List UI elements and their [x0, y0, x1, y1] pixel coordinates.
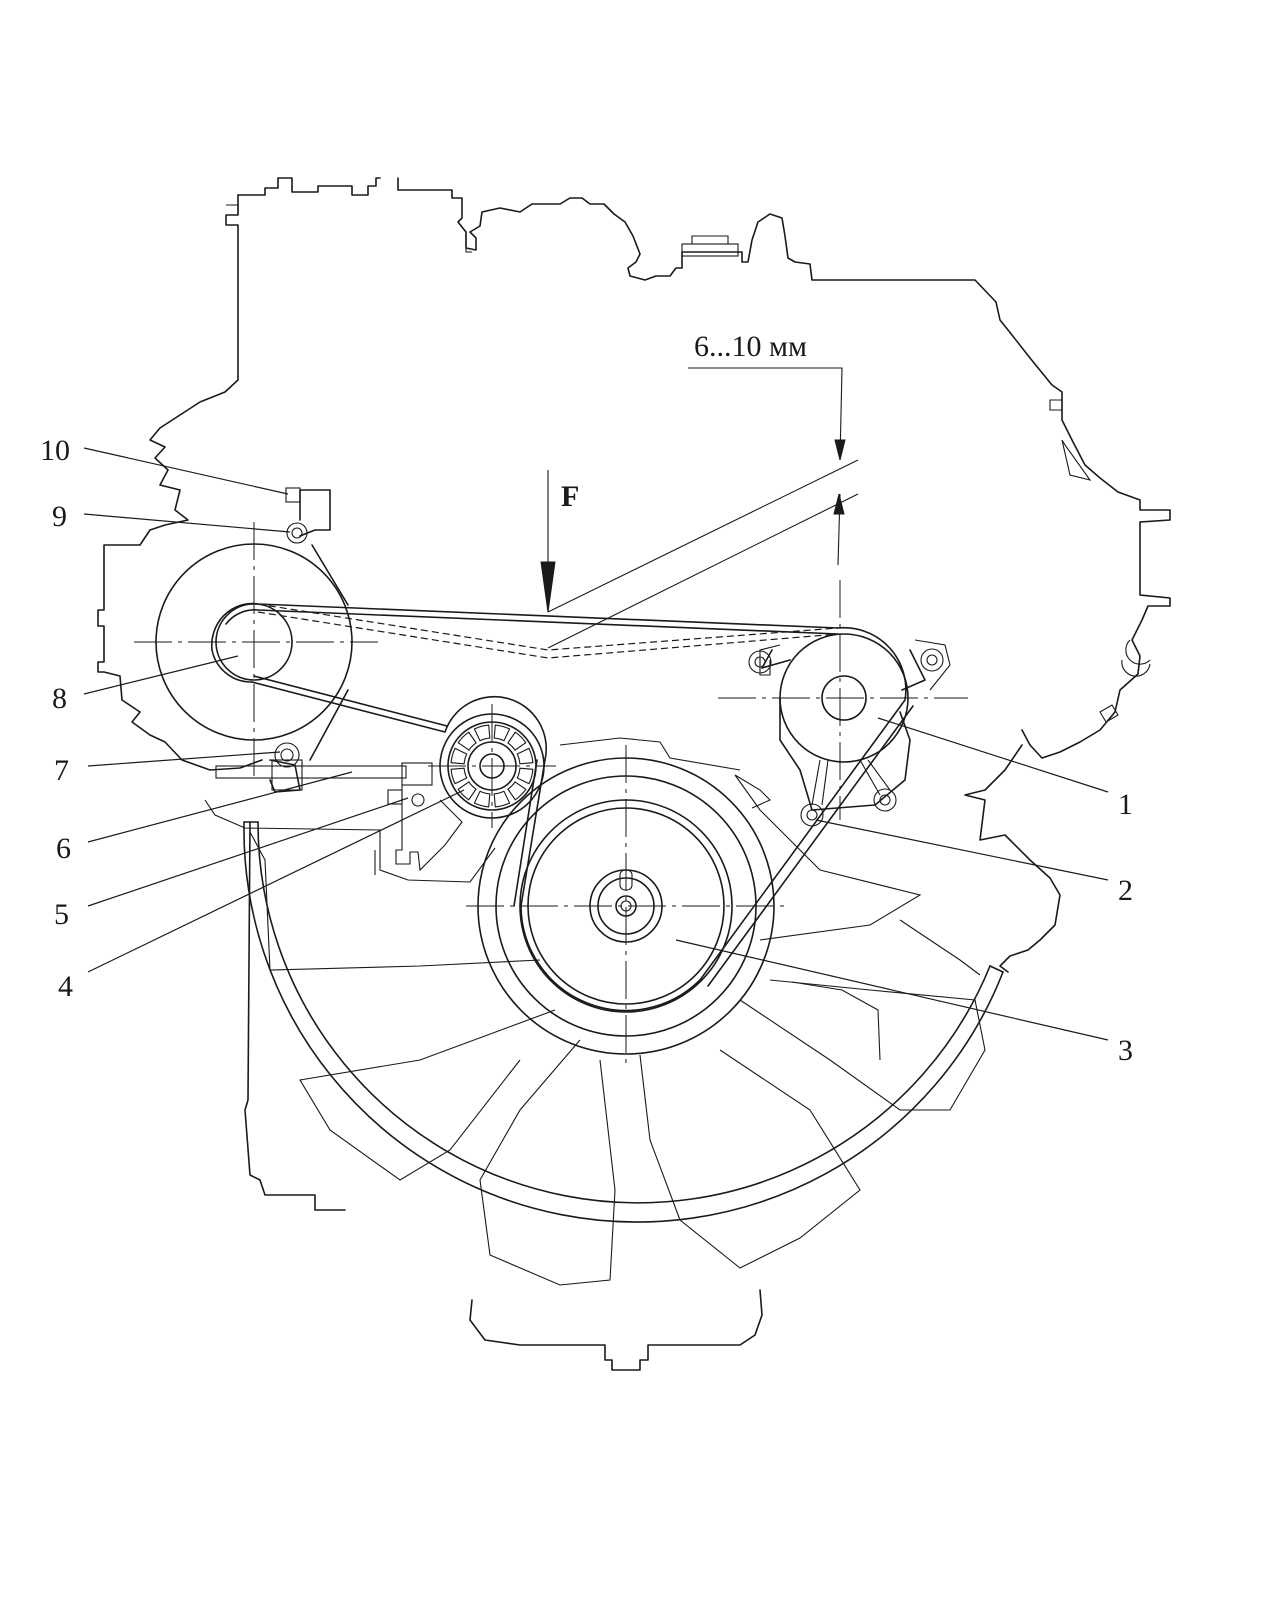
callout-10: 10 [40, 434, 70, 467]
fan-blades [249, 737, 986, 1286]
fan-shroud [243, 821, 1004, 1223]
drive-belt [210, 602, 914, 1012]
roller-spoke-window [516, 747, 534, 765]
engine-block-outline [97, 177, 1171, 771]
crankshaft-pulley [466, 745, 788, 1068]
callouts: 1 2 3 4 5 6 7 8 9 10 [40, 434, 1133, 1067]
tension-roller [428, 704, 556, 828]
force-label: F [561, 480, 579, 513]
roller-spoke-window [450, 747, 468, 765]
roller-spoke-window [507, 731, 527, 751]
roller-spoke-window [457, 731, 477, 751]
water-pump [718, 580, 968, 827]
roller-spoke-window [473, 724, 491, 742]
deflection-label: 6...10 мм [694, 330, 807, 363]
roller-spoke-window [493, 790, 511, 808]
callout-3: 3 [1118, 1034, 1133, 1067]
engine-side-outline [269, 744, 1061, 973]
callout-4: 4 [58, 970, 73, 1003]
force-indicator: F [540, 470, 579, 613]
oil-sump-outline [204, 799, 881, 1371]
roller-spoke-window [507, 781, 527, 801]
callout-1: 1 [1118, 788, 1133, 821]
callout-6: 6 [56, 832, 71, 865]
callout-5: 5 [54, 898, 69, 931]
callout-9: 9 [52, 500, 67, 533]
callout-8: 8 [52, 682, 67, 715]
roller-spoke-window [516, 767, 534, 785]
roller-spoke-window [493, 724, 511, 742]
roller-spoke-window [450, 767, 468, 785]
alternator [134, 487, 378, 780]
tension-bar [215, 759, 463, 872]
deflection-dimension: 6...10 мм [547, 330, 859, 649]
roller-spoke-window [457, 781, 477, 801]
callout-2: 2 [1118, 874, 1133, 907]
roller-spoke-window [473, 790, 491, 808]
callout-7: 7 [54, 754, 69, 787]
